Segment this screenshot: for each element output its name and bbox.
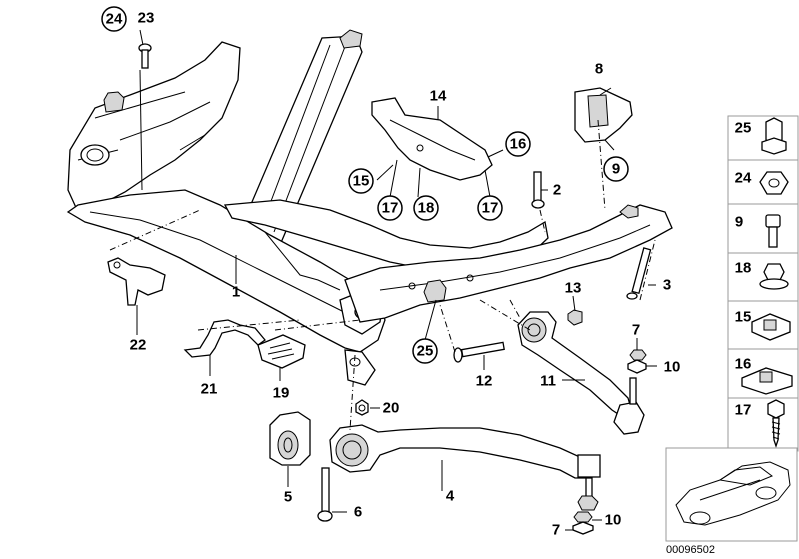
bushing-5 bbox=[269, 411, 311, 466]
callout-1: 1 bbox=[232, 284, 240, 301]
tension-strut-11 bbox=[517, 311, 645, 435]
callout-17-right: 17 bbox=[482, 200, 499, 217]
bracket-22 bbox=[107, 257, 166, 306]
vehicle-thumbnail bbox=[665, 447, 798, 542]
callout-17-left: 17 bbox=[382, 200, 399, 217]
self-tapping-screw-icon bbox=[767, 399, 785, 449]
callout-9: 9 bbox=[612, 161, 620, 178]
callout-3: 3 bbox=[663, 277, 671, 294]
callout-22: 22 bbox=[130, 337, 147, 354]
bracket-8 bbox=[574, 87, 633, 143]
legend-label-24: 24 bbox=[735, 170, 752, 187]
cap-nut-icon bbox=[761, 117, 787, 155]
heat-shield-14 bbox=[371, 97, 493, 181]
callout-12: 12 bbox=[476, 373, 493, 390]
callout-20: 20 bbox=[383, 400, 400, 417]
bolt-23 bbox=[138, 43, 152, 69]
bolt-2 bbox=[531, 171, 545, 209]
washer-nut-set-lower bbox=[572, 511, 594, 535]
legend-label-17: 17 bbox=[735, 402, 752, 419]
car-silhouette-icon bbox=[675, 461, 791, 526]
flange-nut-icon bbox=[759, 263, 789, 290]
legend-label-25: 25 bbox=[735, 120, 752, 137]
callout-23: 23 bbox=[138, 10, 155, 27]
callout-24: 24 bbox=[106, 11, 123, 28]
callout-4: 4 bbox=[446, 488, 455, 505]
bolt-12 bbox=[453, 341, 505, 363]
callout-7-upper: 7 bbox=[632, 322, 640, 339]
callout-10-lower: 10 bbox=[605, 512, 622, 529]
callout-5: 5 bbox=[284, 489, 292, 506]
callout-8: 8 bbox=[595, 61, 603, 78]
callout-13: 13 bbox=[565, 280, 582, 297]
callout-7-lower: 7 bbox=[552, 522, 560, 539]
callout-16: 16 bbox=[510, 136, 527, 153]
nut-20 bbox=[355, 399, 369, 416]
callout-10-upper: 10 bbox=[664, 359, 681, 376]
legend-label-18: 18 bbox=[735, 260, 752, 277]
bolt-3 bbox=[626, 247, 652, 300]
rubber-block-19 bbox=[257, 334, 306, 369]
control-arm-4 bbox=[329, 424, 601, 511]
callout-14: 14 bbox=[430, 88, 447, 105]
front-axle-carrier bbox=[66, 29, 673, 386]
dashed-assembly-lines bbox=[109, 119, 656, 431]
legend-label-16: 16 bbox=[735, 356, 752, 373]
legend-label-15: 15 bbox=[735, 309, 752, 326]
spring-nut-icon bbox=[751, 313, 791, 341]
washer-nut-set-upper bbox=[627, 349, 647, 374]
callout-25: 25 bbox=[417, 343, 434, 360]
bushing-13 bbox=[567, 309, 583, 326]
callout-21: 21 bbox=[201, 381, 218, 398]
callout-labels: 24 23 1 2 3 4 5 6 7 7 8 9 10 10 11 12 13… bbox=[101, 6, 681, 539]
bolt-6 bbox=[317, 467, 333, 522]
leader-lines bbox=[136, 29, 657, 531]
spring-nut-icon bbox=[741, 367, 793, 395]
socket-bolt-icon bbox=[765, 214, 781, 248]
reference-number: 00096502 bbox=[666, 544, 715, 556]
clamp-21 bbox=[183, 319, 266, 358]
callout-11: 11 bbox=[540, 373, 556, 390]
callout-6: 6 bbox=[354, 504, 362, 521]
callout-19: 19 bbox=[273, 385, 290, 402]
legend-label-9: 9 bbox=[735, 214, 743, 231]
hex-nut-icon bbox=[759, 171, 789, 195]
fastener-legend-panel: 25 24 9 18 15 16 17 bbox=[727, 115, 799, 452]
callout-18: 18 bbox=[418, 200, 435, 217]
rubber-mount bbox=[423, 279, 447, 303]
callout-2: 2 bbox=[553, 182, 561, 199]
callout-15: 15 bbox=[353, 173, 370, 190]
